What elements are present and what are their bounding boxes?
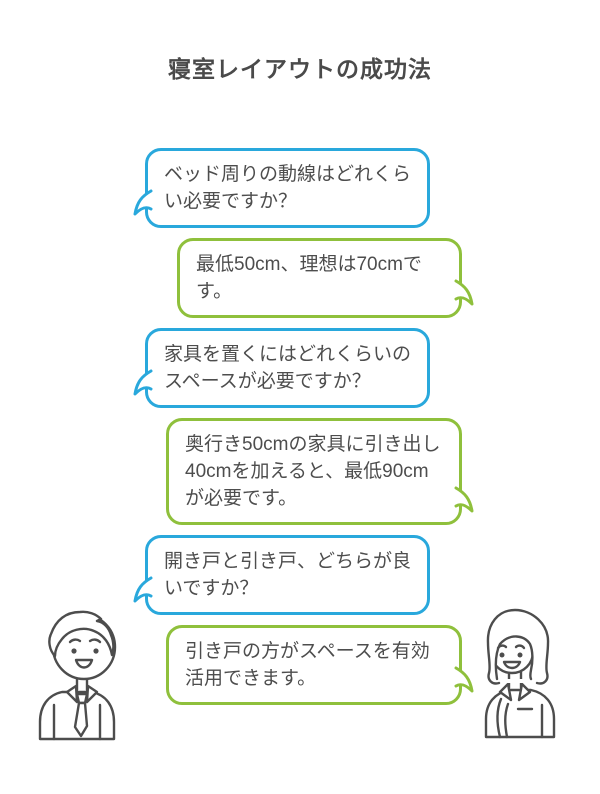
speech-tail-icon [133, 189, 153, 216]
page-title: 寝室レイアウトの成功法 [168, 56, 432, 82]
speech-tail-icon [454, 279, 474, 306]
man-avatar-illustration [36, 608, 118, 746]
speech-tail-icon [133, 369, 153, 396]
speech-tail-icon [454, 486, 474, 513]
chat-bubble-answer-1: 最低50cm、理想は70cmです。 [177, 238, 474, 318]
bubble-text: 奥行き50cmの家具に引き出し40cmを加えると、最低90cmが必要です。 [185, 434, 441, 509]
speech-tail-icon [133, 576, 153, 603]
bubble-text: 最低50cm、理想は70cmです。 [196, 254, 422, 302]
chat-bubble-answer-3: 引き戸の方がスペースを有効活用できます。 [166, 625, 474, 705]
chat-bubble-question-2: 家具を置くにはどれくらいのスペースが必要ですか？ [133, 328, 430, 408]
chat-bubble-question-1: ベッド周りの動線はどれくらい必要ですか？ [133, 148, 430, 228]
speech-tail-icon [454, 666, 474, 693]
chat-area: ベッド周りの動線はどれくらい必要ですか？ 最低50cm、理想は70cmです。 家… [133, 148, 474, 705]
woman-avatar-illustration [481, 606, 559, 744]
chat-bubble-answer-2: 奥行き50cmの家具に引き出し40cmを加えると、最低90cmが必要です。 [166, 418, 474, 525]
bubble-text: ベッド周りの動線はどれくらい必要ですか？ [164, 164, 412, 212]
bubble-text: 引き戸の方がスペースを有効活用できます。 [185, 641, 430, 689]
chat-bubble-question-3: 開き戸と引き戸、どちらが良いですか？ [133, 535, 430, 615]
bubble-text: 開き戸と引き戸、どちらが良いですか？ [164, 551, 412, 599]
bubble-text: 家具を置くにはどれくらいのスペースが必要ですか？ [164, 344, 412, 392]
